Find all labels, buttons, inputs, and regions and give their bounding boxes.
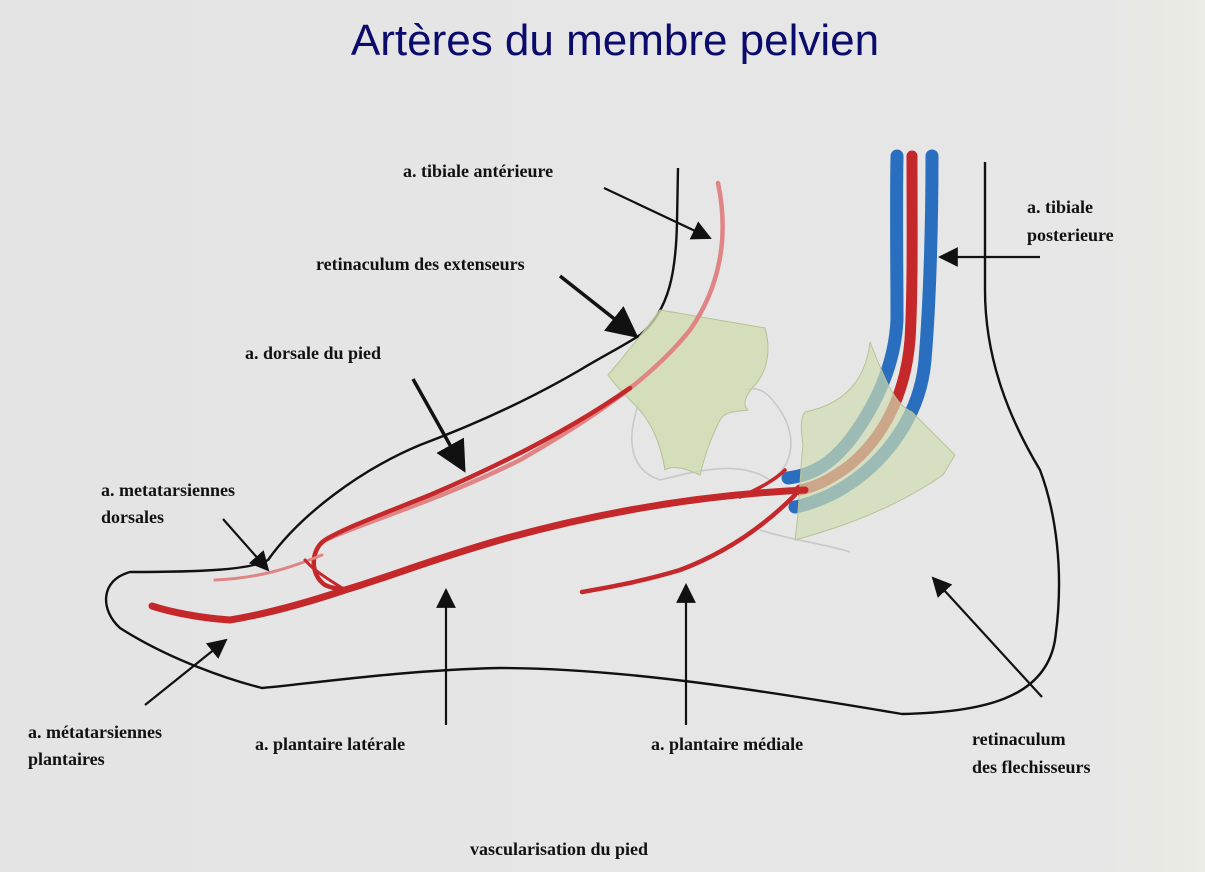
label-dorsale-pied: a. dorsale du pied [245, 343, 381, 363]
calcaneus-outline [759, 529, 851, 553]
label-retinaculum-extenseurs: retinaculum des extenseurs [316, 254, 525, 274]
flexor-retinaculum [794, 341, 956, 541]
arrow-retinaculum-extenseurs [558, 274, 639, 338]
label-retinaculum-flechisseurs-line1: retinaculum [972, 729, 1066, 749]
foot-outline [105, 162, 1061, 716]
label-tibiale-posterieure-line1: a. tibiale [1027, 197, 1093, 217]
anterior-tibial-artery [322, 180, 725, 543]
lateral-plantar-artery [148, 486, 809, 624]
label-tibiale-posterieure-line2: posterieure [1027, 225, 1114, 245]
arrow-tibiale-anterieure [603, 187, 712, 240]
label-retinaculum-flechisseurs-line2: des flechisseurs [972, 757, 1091, 777]
label-metatarsiennes-dorsales-line1: a. metatarsiennes [101, 480, 235, 500]
plantar-junction-branch [738, 468, 787, 499]
extensor-retinaculum [607, 309, 769, 476]
arrow-retinaculum-flechisseurs [931, 576, 1043, 698]
talus-outline [631, 388, 792, 481]
bone-outlines [631, 388, 851, 553]
plantar-metatarsal-branch [303, 558, 347, 592]
arrow-metatarsiennes-dorsales [222, 518, 270, 572]
dorsalis-pedis-artery [311, 385, 633, 592]
leader-arrows [144, 187, 1043, 725]
arrow-dorsale-pied [411, 378, 466, 473]
arteries [148, 180, 809, 624]
arrow-metatarsiennes-plantaires [144, 638, 228, 706]
diagram-caption: vascularisation du pied [470, 839, 648, 859]
label-tibiale-anterieure: a. tibiale antérieure [403, 161, 553, 181]
label-plantaire-mediale: a. plantaire médiale [651, 734, 803, 754]
slide-title: Artères du membre pelvien [350, 16, 880, 65]
label-metatarsiennes-dorsales-line2: dorsales [101, 507, 164, 527]
label-plantaire-laterale: a. plantaire latérale [255, 734, 405, 754]
label-metatarsiennes-plantaires-line1: a. métatarsiennes [28, 722, 162, 742]
dorsal-metatarsal-artery [213, 553, 324, 582]
labels: a. tibiale antérieure retinaculum des ex… [28, 161, 1114, 859]
label-metatarsiennes-plantaires-line2: plantaires [28, 749, 105, 769]
medial-plantar-artery [579, 492, 798, 595]
